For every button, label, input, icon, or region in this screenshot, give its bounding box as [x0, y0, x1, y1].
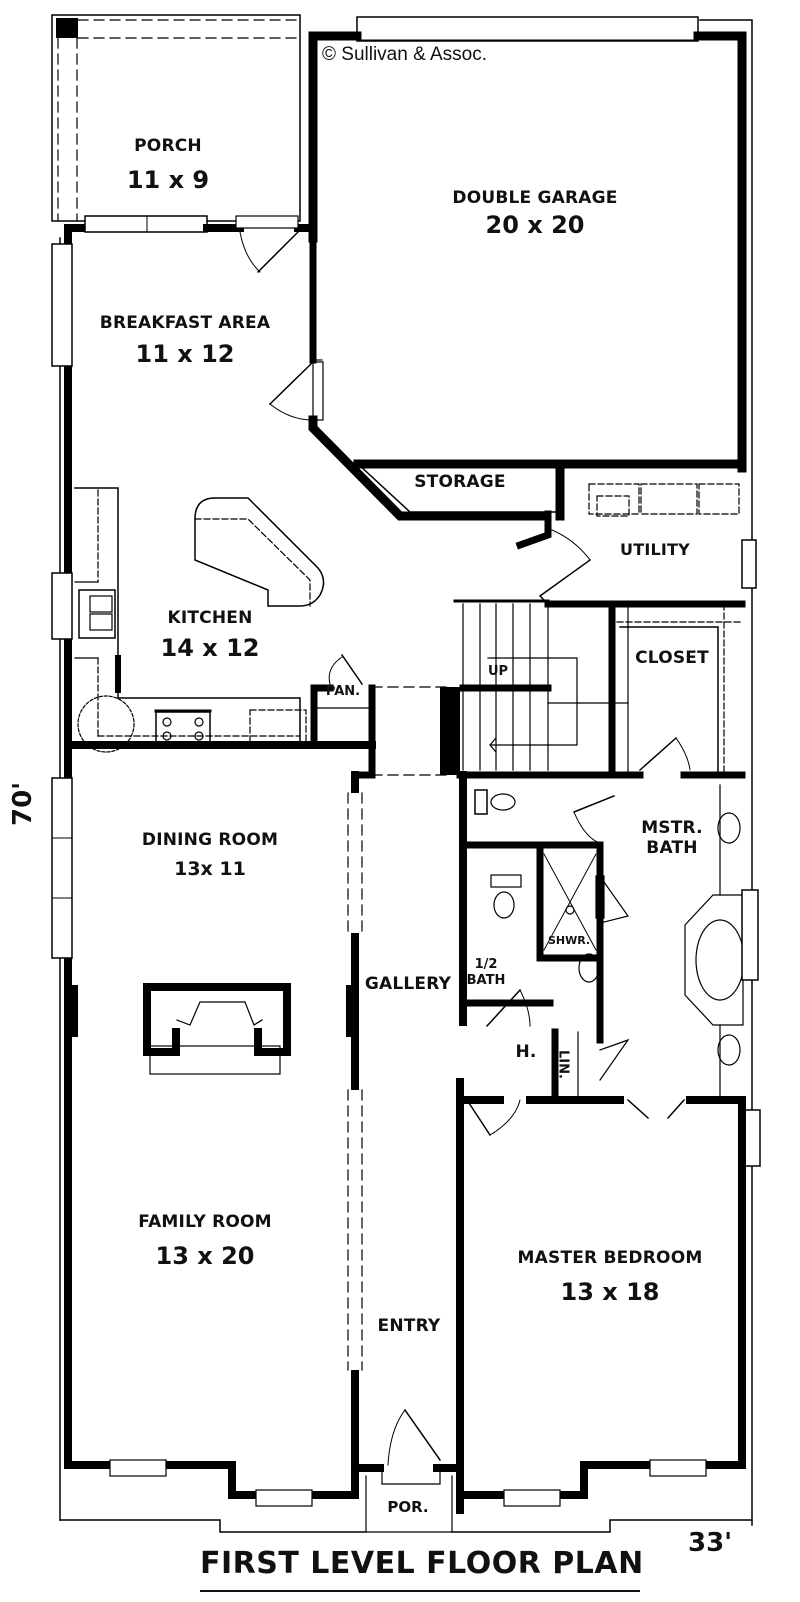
master-bath-label-2: BATH: [646, 838, 698, 858]
front-porch-label: POR.: [387, 1498, 429, 1516]
overall-depth-dimension: 70': [8, 781, 38, 826]
closet-label: CLOSET: [635, 648, 709, 668]
plan-title: FIRST LEVEL FLOOR PLAN: [200, 1546, 644, 1581]
gallery-label: GALLERY: [364, 974, 452, 994]
breakfast-area-label: BREAKFAST AREA: [99, 313, 271, 333]
porch-label: PORCH: [134, 136, 202, 156]
storage-label: STORAGE: [414, 472, 506, 492]
gallery-walls: [346, 771, 363, 1494]
left-exterior-wall: [51, 215, 317, 1521]
dining-room-dimensions: 13x 11: [174, 858, 246, 880]
hall-label: H.: [515, 1042, 537, 1062]
utility-appliances: [588, 483, 740, 517]
closet: [456, 603, 746, 779]
fireplace: [143, 983, 291, 1075]
kitchen-label: KITCHEN: [167, 608, 253, 628]
master-bedroom-label: MASTER BEDROOM: [517, 1248, 703, 1268]
staircase: [440, 599, 629, 779]
storage-outline: [353, 459, 747, 521]
shower-label: SHWR.: [547, 934, 591, 947]
kitchen-dimensions: 14 x 12: [160, 634, 260, 662]
garage-label: DOUBLE GARAGE: [452, 188, 618, 208]
master-bath-label: MSTR.: [641, 818, 703, 838]
entry-door: [351, 1408, 464, 1533]
half-bath-label: 1/2: [474, 957, 498, 972]
linen-label: LIN.: [555, 1050, 571, 1079]
overall-width-dimension: 33': [688, 1528, 733, 1558]
kitchen-island: [194, 497, 325, 607]
title-underline: [200, 1590, 640, 1592]
garage-walls: [268, 16, 753, 1526]
kitchen-counters: [74, 487, 307, 753]
family-room-dimensions: 13 x 20: [155, 1242, 255, 1270]
porch-dimensions: 11 x 9: [126, 166, 210, 194]
bath-walls: [456, 771, 761, 1514]
stairs-up-label: UP: [487, 664, 509, 679]
utility-label: UTILITY: [620, 540, 690, 559]
pantry-label: PAN.: [325, 684, 361, 699]
half-bath-label-2: BATH: [466, 973, 506, 988]
breakfast-area-dimensions: 11 x 12: [135, 340, 235, 368]
master-bedroom-dimensions: 13 x 18: [560, 1278, 660, 1306]
garage-dimensions: 20 x 20: [485, 211, 585, 239]
family-room-label: FAMILY ROOM: [138, 1212, 272, 1232]
front-exterior-wall: [59, 1096, 753, 1533]
dining-room-label: DINING ROOM: [141, 830, 279, 850]
entry-label: ENTRY: [377, 1316, 441, 1336]
copyright-notice: © Sullivan & Assoc.: [322, 44, 488, 65]
